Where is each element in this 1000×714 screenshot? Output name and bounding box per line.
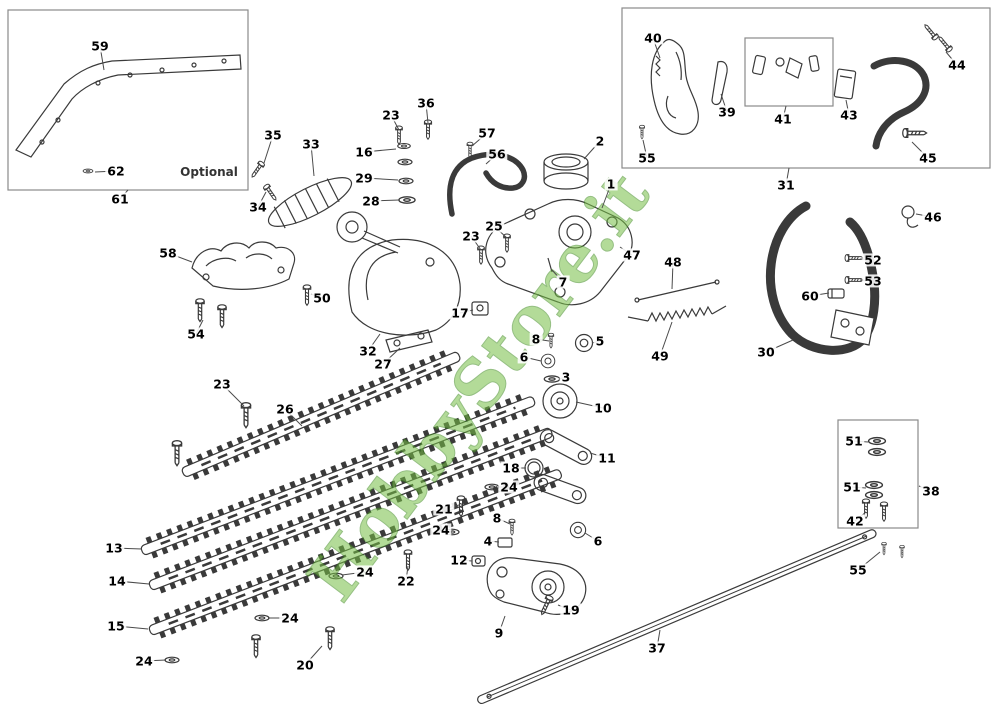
kit-41-box	[744, 37, 834, 107]
guard-bracket-58	[191, 241, 296, 290]
lever-39	[711, 60, 728, 106]
screw-55b1	[881, 542, 887, 556]
screw-42b	[879, 501, 889, 522]
screw-23c2	[171, 440, 183, 467]
pulley-10	[542, 383, 578, 419]
bearing-5	[574, 333, 594, 353]
clip-46	[901, 205, 919, 228]
screw-53	[844, 276, 864, 284]
ring-18	[524, 458, 544, 478]
screw-20b	[251, 634, 261, 659]
block-17	[471, 301, 489, 316]
plate-9	[486, 557, 587, 615]
screw-42a	[861, 498, 871, 519]
screw-44b	[935, 34, 954, 54]
washer-62	[82, 168, 94, 174]
spring-40	[655, 55, 661, 77]
bolt-35	[248, 159, 266, 180]
washer-51a	[867, 436, 887, 446]
screw-36	[423, 119, 433, 140]
screw-8b	[508, 518, 516, 536]
bolt-45	[902, 127, 928, 139]
screw-50	[302, 284, 312, 306]
spacer-4	[497, 537, 513, 548]
cover-32	[348, 238, 461, 336]
rod-11a	[539, 429, 593, 465]
washer-16a	[397, 142, 411, 150]
rod-11b	[533, 473, 587, 505]
front-grip-33	[267, 177, 401, 254]
throttle-lever-56	[447, 151, 528, 217]
washer-3	[543, 375, 561, 383]
bolt-34	[262, 182, 280, 203]
blade-15	[148, 465, 562, 639]
cable-48	[634, 279, 720, 303]
block-43	[833, 68, 857, 100]
washer-51b	[867, 447, 887, 457]
washer-24d	[254, 614, 270, 622]
blade-guard-59	[15, 54, 242, 158]
blade-13	[140, 393, 536, 559]
screw-55b2	[899, 545, 905, 559]
screw-20a	[325, 626, 335, 651]
screw-52	[844, 254, 864, 262]
washer-24b	[444, 528, 460, 536]
washer-16b	[397, 158, 413, 166]
spring-49	[627, 305, 727, 323]
bolt-54a	[195, 298, 205, 323]
screw-23-top	[395, 125, 403, 145]
watermark: HobbyStore.it	[293, 157, 665, 615]
blade-26	[181, 348, 461, 480]
screw-44	[921, 22, 940, 42]
support-bar-37	[477, 529, 877, 705]
bolt-54b	[217, 304, 227, 329]
screw-23-mid	[477, 245, 485, 265]
cup-2	[543, 153, 589, 190]
screw-55-top	[639, 124, 645, 140]
washer-29	[398, 177, 414, 185]
rear-handle-45	[870, 57, 930, 150]
washer-51c	[864, 480, 884, 490]
inset-trigger-box	[621, 7, 991, 169]
gear-housing-1	[485, 198, 633, 306]
washer-51d	[864, 490, 884, 500]
screw-22	[403, 549, 413, 571]
screw-25	[503, 233, 511, 253]
trigger-grip-40	[650, 38, 699, 135]
loop-handle-30	[766, 201, 880, 355]
part-12	[471, 555, 486, 567]
clamp-60	[827, 288, 845, 299]
inset-washers-box	[837, 419, 919, 529]
inset-optional-box	[7, 9, 249, 191]
screw-23c1	[240, 402, 252, 429]
bearing-6b	[569, 521, 587, 539]
washer-28	[398, 196, 416, 204]
washer-24e	[164, 656, 180, 664]
blade-14	[148, 424, 553, 594]
